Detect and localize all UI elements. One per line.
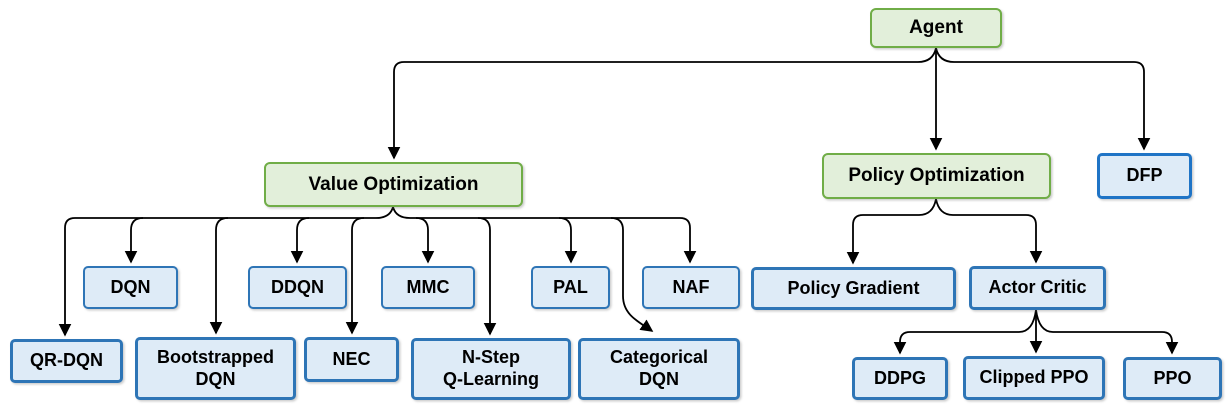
node-mmc: MMC xyxy=(381,266,475,309)
node-ppo: PPO xyxy=(1123,357,1222,400)
node-dfp: DFP xyxy=(1097,153,1192,199)
edge-vo-naf xyxy=(392,206,697,264)
edge-vo-ddqn xyxy=(290,217,310,264)
edge-vo-mmc xyxy=(415,217,435,264)
node-nec: NEC xyxy=(304,337,399,382)
edge-vo-qr-dqn xyxy=(58,206,394,337)
node-dqn: DQN xyxy=(83,266,178,309)
edge-vo-bootstrapped-dqn xyxy=(209,217,229,335)
edge-vo-dqn xyxy=(124,217,144,264)
edge-vo-categorical-dqn xyxy=(610,217,654,332)
node-bootstrapped-dqn: Bootstrapped DQN xyxy=(135,337,296,400)
node-ddqn: DDQN xyxy=(248,266,347,309)
node-value-optimization: Value Optimization xyxy=(264,162,523,207)
edge-po-policy-gradient xyxy=(846,198,937,265)
edge-ac-ppo xyxy=(1035,309,1179,355)
node-n-step-q-learning: N-Step Q-Learning xyxy=(411,338,571,400)
node-agent: Agent xyxy=(870,8,1002,48)
edge-po-actor-critic xyxy=(935,198,1043,264)
edge-ac-ddpg xyxy=(893,309,1037,355)
edge-vo-pal xyxy=(558,217,578,264)
edge-vo-nec xyxy=(345,217,365,335)
node-policy-optimization: Policy Optimization xyxy=(822,153,1051,199)
node-ddpg: DDPG xyxy=(852,357,948,400)
edge-vo-n-step xyxy=(477,217,497,336)
edge-agent-dfp xyxy=(935,47,1151,151)
node-qr-dqn: QR-DQN xyxy=(10,339,123,383)
node-clipped-ppo: Clipped PPO xyxy=(963,356,1105,400)
node-policy-gradient: Policy Gradient xyxy=(751,267,956,310)
node-pal: PAL xyxy=(531,266,610,309)
node-categorical-dqn: Categorical DQN xyxy=(578,338,740,400)
node-actor-critic: Actor Critic xyxy=(969,266,1106,310)
edge-agent-value-optimization xyxy=(387,47,937,160)
node-naf: NAF xyxy=(642,266,740,309)
